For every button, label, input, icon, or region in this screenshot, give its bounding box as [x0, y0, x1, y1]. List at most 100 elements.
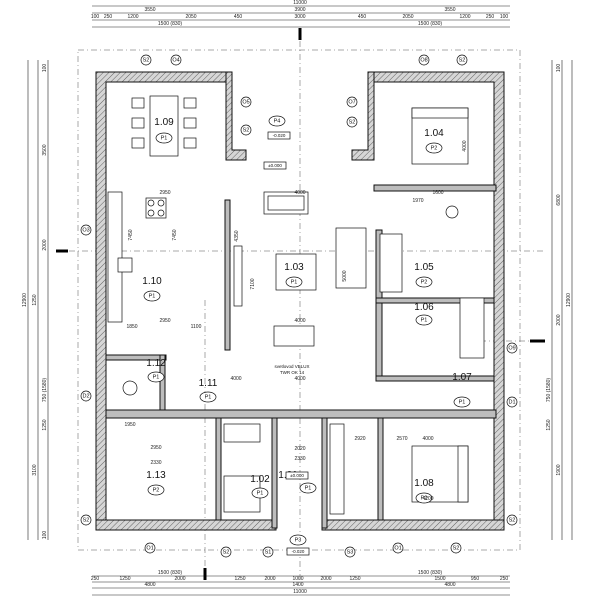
svg-text:250: 250 [486, 14, 495, 20]
svg-text:3100: 3100 [32, 464, 38, 475]
svg-text:750 (1580): 750 (1580) [546, 378, 552, 403]
svg-text:2950: 2950 [159, 318, 170, 324]
svg-text:450: 450 [234, 14, 243, 20]
svg-text:3900: 3900 [294, 7, 305, 13]
svg-text:O4: O4 [172, 57, 179, 63]
svg-text:2950: 2950 [150, 445, 161, 451]
marker-s2-top-right: S2 [456, 54, 468, 66]
svg-text:P1: P1 [161, 135, 168, 141]
svg-text:O5: O5 [242, 99, 249, 105]
marker-o1-right: O1 [392, 542, 404, 554]
svg-text:2330: 2330 [294, 456, 305, 462]
svg-text:1.13: 1.13 [146, 470, 166, 481]
svg-text:1.12: 1.12 [146, 358, 166, 369]
furniture [107, 95, 485, 515]
dim-overall-bottom: 11000 [293, 589, 307, 595]
svg-text:7100: 7100 [250, 278, 256, 289]
svg-text:4000: 4000 [294, 190, 305, 196]
svg-text:4800: 4800 [144, 582, 155, 588]
svg-text:2050: 2050 [402, 14, 413, 20]
svg-text:750 (1580): 750 (1580) [42, 378, 48, 403]
svg-text:P1: P1 [305, 485, 312, 491]
marker-d1: D1 [506, 396, 518, 408]
svg-text:3550: 3550 [444, 7, 455, 13]
svg-text:2330: 2330 [150, 460, 161, 466]
svg-text:±0.000: ±0.000 [268, 163, 282, 168]
svg-text:1250: 1250 [119, 576, 130, 582]
markers: S2 O4 O8 S2 O5 O7 S2 S2 O3 D2 D1 O9 S2 S… [80, 54, 518, 558]
svg-text:1.08: 1.08 [414, 478, 434, 489]
marker-o4: O4 [170, 54, 182, 66]
svg-text:O7: O7 [348, 99, 355, 105]
left-dimensions: 100 3500 2000 750 (1580) 1250 100 3100 1… [22, 60, 49, 540]
svg-text:1970: 1970 [412, 198, 423, 204]
svg-text:P1: P1 [153, 374, 160, 380]
svg-text:2000: 2000 [320, 576, 331, 582]
bathtub [459, 297, 485, 359]
svg-text:2020: 2020 [294, 446, 305, 452]
svg-text:4800: 4800 [444, 582, 455, 588]
svg-text:4000: 4000 [422, 436, 433, 442]
svg-text:7450: 7450 [128, 229, 134, 240]
svg-text:S2: S2 [509, 517, 516, 523]
marker-o9: O9 [506, 342, 518, 354]
svg-text:1.09: 1.09 [154, 117, 174, 128]
svg-text:1250: 1250 [32, 294, 38, 305]
svg-text:1500 (830): 1500 (830) [418, 21, 443, 27]
svg-text:4000: 4000 [462, 140, 468, 151]
svg-text:100: 100 [42, 531, 48, 540]
svg-text:1500 (830): 1500 (830) [158, 570, 183, 576]
svg-text:250: 250 [91, 576, 100, 582]
svg-text:100: 100 [556, 64, 562, 73]
svg-text:4000: 4000 [294, 376, 305, 382]
svg-text:1250: 1250 [42, 419, 48, 430]
svg-text:1.02: 1.02 [250, 474, 270, 485]
svg-text:S2: S2 [453, 545, 460, 551]
svg-text:O3: O3 [82, 227, 89, 233]
svg-text:1.06: 1.06 [414, 302, 434, 313]
svg-text:7450: 7450 [172, 229, 178, 240]
svg-text:1000: 1000 [292, 576, 303, 582]
svg-text:2920: 2920 [354, 436, 365, 442]
svg-text:3500: 3500 [42, 144, 48, 155]
svg-text:12900: 12900 [566, 293, 572, 307]
svg-text:O8: O8 [420, 57, 427, 63]
svg-text:O9: O9 [508, 345, 515, 351]
svg-text:6800: 6800 [556, 194, 562, 205]
marker-s2-bottom-left: S2 [80, 514, 92, 526]
svg-text:100: 100 [91, 14, 100, 20]
svg-text:-0.020: -0.020 [292, 549, 305, 554]
svg-text:1200: 1200 [459, 14, 470, 20]
svg-text:450: 450 [358, 14, 367, 20]
marker-s2-bottom-right: S2 [506, 514, 518, 526]
svg-text:P1: P1 [459, 399, 466, 405]
svg-text:1400: 1400 [292, 582, 303, 588]
svg-text:1.03: 1.03 [284, 262, 304, 273]
svg-text:S2: S2 [459, 57, 466, 63]
right-dimensions: 100 6800 2000 1900 750 (1580) 1250 12900 [546, 60, 573, 540]
svg-text:S2: S2 [83, 517, 90, 523]
svg-text:3000: 3000 [294, 14, 305, 20]
svg-text:2000: 2000 [264, 576, 275, 582]
svg-text:S2: S2 [349, 119, 356, 125]
entrance-label: P3 [295, 537, 302, 543]
svg-text:1200: 1200 [127, 14, 138, 20]
svg-text:D2: D2 [82, 393, 89, 399]
top-dimensions: 11000 3550 3900 3550 100 250 1200 2050 4… [91, 0, 510, 28]
svg-text:4000: 4000 [230, 376, 241, 382]
svg-text:P1: P1 [149, 293, 156, 299]
svg-text:P2: P2 [421, 495, 428, 501]
svg-text:100: 100 [500, 14, 509, 20]
svg-text:2050: 2050 [185, 14, 196, 20]
svg-text:5000: 5000 [342, 270, 348, 281]
svg-text:2000: 2000 [556, 314, 562, 325]
svg-text:1250: 1250 [234, 576, 245, 582]
svg-text:P1: P1 [257, 490, 264, 496]
